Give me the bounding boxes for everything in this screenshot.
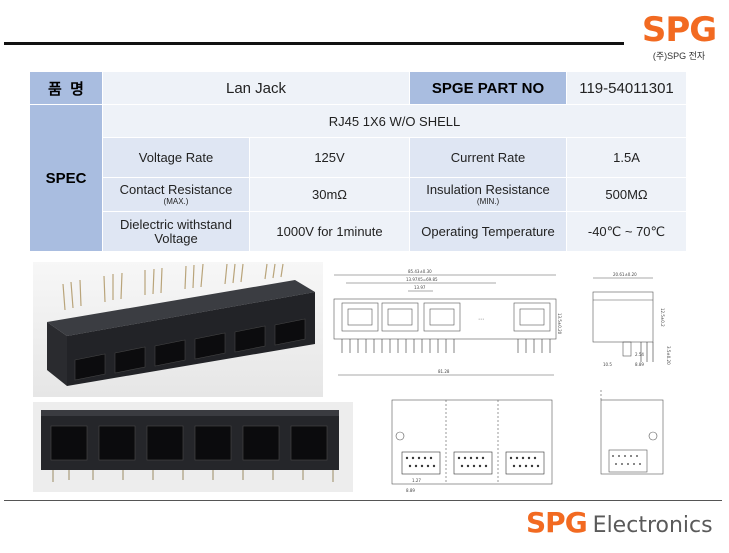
spec-label-left-text: Voltage Rate <box>138 149 214 165</box>
spec-label-left-note: (MAX.) <box>163 197 189 206</box>
dim-inner-width: 13.97X5=69.85 <box>406 277 438 282</box>
spec-label-right-text: Current Rate <box>450 149 526 165</box>
spec-value-right: -40℃ ~ 70℃ <box>566 211 688 252</box>
spec-row: Voltage Rate 125V Current Rate 1.5A <box>30 137 688 178</box>
dim-bottom-width: 81.28 <box>438 369 450 374</box>
dim-height-a: 13.5±0.20 <box>557 313 562 335</box>
dim-pitch: 13.97 <box>414 285 426 290</box>
brand-wordmark: Electronics <box>592 513 713 538</box>
spec-value-left: 1000V for 1minute <box>248 211 411 252</box>
part-no-label: SPGE PART NO <box>409 71 568 105</box>
product-photo-front <box>33 402 353 492</box>
dim-side-b: 10.5 <box>603 362 612 367</box>
dim-side-e: 3.5±0.20 <box>666 346 671 365</box>
spec-label-right: Insulation Resistance (MIN.) <box>409 177 568 212</box>
dim-side-c: 8.89 <box>635 362 644 367</box>
spg-electronics-logo: SPG Electronics <box>526 506 713 542</box>
dim-side-depth: 20.61±0.20 <box>613 272 637 277</box>
dim-pin-a: 1.27 <box>412 478 421 483</box>
spec-label: SPEC <box>29 104 103 252</box>
product-name-value: Lan Jack <box>101 71 411 105</box>
spec-label-right-text: Operating Temperature <box>421 223 555 239</box>
spec-table: 품 명 Lan Jack SPGE PART NO 119-54011301 S… <box>29 71 688 252</box>
pcb-side-svg <box>600 390 664 475</box>
product-photo-angled <box>33 262 323 397</box>
product-name-label: 품 명 <box>29 71 103 105</box>
description-row: SPEC RJ45 1X6 W/O SHELL <box>29 104 688 252</box>
side-view-svg: 20.61±0.20 2.54 10.5 8.89 12.5±0.2 3.5±0… <box>592 272 671 367</box>
spec-label-left: Contact Resistance (MAX.) <box>102 177 250 212</box>
spg-logo-subtitle: (주)SPG 전자 <box>652 51 706 61</box>
top-divider <box>4 42 624 45</box>
spec-label-right: Operating Temperature <box>409 211 568 252</box>
rj45-jack-angled-image <box>33 262 323 397</box>
dim-pin-b: 8.89 <box>406 488 415 493</box>
drawing-pcb-layout: 1.27 8.89 <box>386 390 558 498</box>
spec-label-left: Voltage Rate <box>102 137 250 178</box>
spec-header-row: 품 명 Lan Jack SPGE PART NO 119-54011301 <box>29 71 688 105</box>
spg-logo-top: SPG (주)SPG 전자 <box>638 10 720 70</box>
drawing-front-view: 85.43±0.30 13.97X5=69.85 13.97 ⋯ 81.28 1… <box>328 265 563 383</box>
front-view-svg: 85.43±0.30 13.97X5=69.85 13.97 ⋯ 81.28 1… <box>333 269 562 376</box>
spec-value-left: 125V <box>248 137 411 178</box>
spec-label-left-text: Contact Resistance <box>119 182 233 197</box>
bottom-divider <box>4 500 722 501</box>
spg-logo-mark: SPG <box>641 10 717 50</box>
pcb-layout-svg: 1.27 8.89 <box>391 399 553 493</box>
spec-row: Contact Resistance (MAX.) 30mΩ Insulatio… <box>30 177 688 212</box>
spec-label-right-text: Insulation Resistance <box>426 182 550 197</box>
spec-label-right-note: (MIN.) <box>476 197 500 206</box>
spg-logo-mark-footer: SPG <box>526 506 588 539</box>
drawing-pcb-side <box>597 390 669 482</box>
dim-overall-width: 85.43±0.30 <box>408 269 432 274</box>
description-value: RJ45 1X6 W/O SHELL <box>101 104 688 138</box>
drawing-side-view: 20.61±0.20 2.54 10.5 8.89 12.5±0.2 3.5±0… <box>583 270 678 382</box>
spec-value-right: 500MΩ <box>566 177 688 212</box>
spec-row: Dielectric withstand Voltage 1000V for 1… <box>30 211 688 252</box>
svg-text:⋯: ⋯ <box>478 316 484 323</box>
dim-side-a: 2.54 <box>635 352 644 357</box>
spec-label-right: Current Rate <box>409 137 568 178</box>
spec-value-left: 30mΩ <box>248 177 411 212</box>
spec-label-left-text: Dielectric withstand Voltage <box>120 216 232 246</box>
part-no-value: 119-54011301 <box>566 71 688 105</box>
spec-value-right: 1.5A <box>566 137 688 178</box>
spec-label-left: Dielectric withstand Voltage <box>102 211 250 252</box>
rj45-jack-front-image <box>33 402 353 492</box>
dim-side-d: 12.5±0.2 <box>660 308 665 327</box>
